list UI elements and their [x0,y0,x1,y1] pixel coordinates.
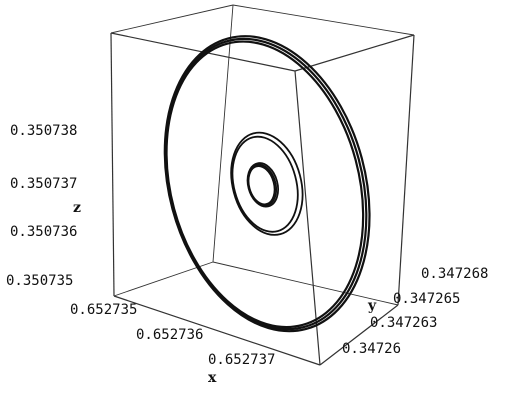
box-edge [294,34,415,72]
x-axis-label: x [208,370,217,386]
box-edge [110,32,115,297]
box-edge [212,4,234,263]
z-axis-label: z [73,200,81,216]
z-tick-label: 0.350737 [10,176,77,192]
x-tick-label: 0.652737 [208,352,275,368]
z-tick-label: 0.350735 [6,273,73,289]
orbit-ring [164,37,368,331]
orbit-ring [246,162,279,208]
box-edge [113,295,321,366]
box-edge [397,34,415,306]
x-tick-label: 0.652736 [136,327,203,343]
orbit-ring [231,135,299,233]
box-edge [319,304,399,366]
curve-layer [163,35,371,333]
orbit-ring [165,40,365,329]
x-tick-label: 0.652735 [70,302,137,318]
orbit-ring [230,131,304,236]
box-edge [294,70,321,366]
y-tick-label: 0.347268 [421,266,488,282]
box-edge [212,261,399,306]
y-axis-label: y [367,298,377,314]
y-tick-label: 0.347265 [393,291,460,307]
orbit-ring [163,35,371,333]
box-edge [232,4,415,36]
box-edge [110,4,234,34]
y-tick-label: 0.347263 [370,315,437,331]
z-tick-label: 0.350738 [10,123,77,139]
y-tick-label: 0.34726 [342,341,401,357]
z-tick-label: 0.350736 [10,224,77,240]
